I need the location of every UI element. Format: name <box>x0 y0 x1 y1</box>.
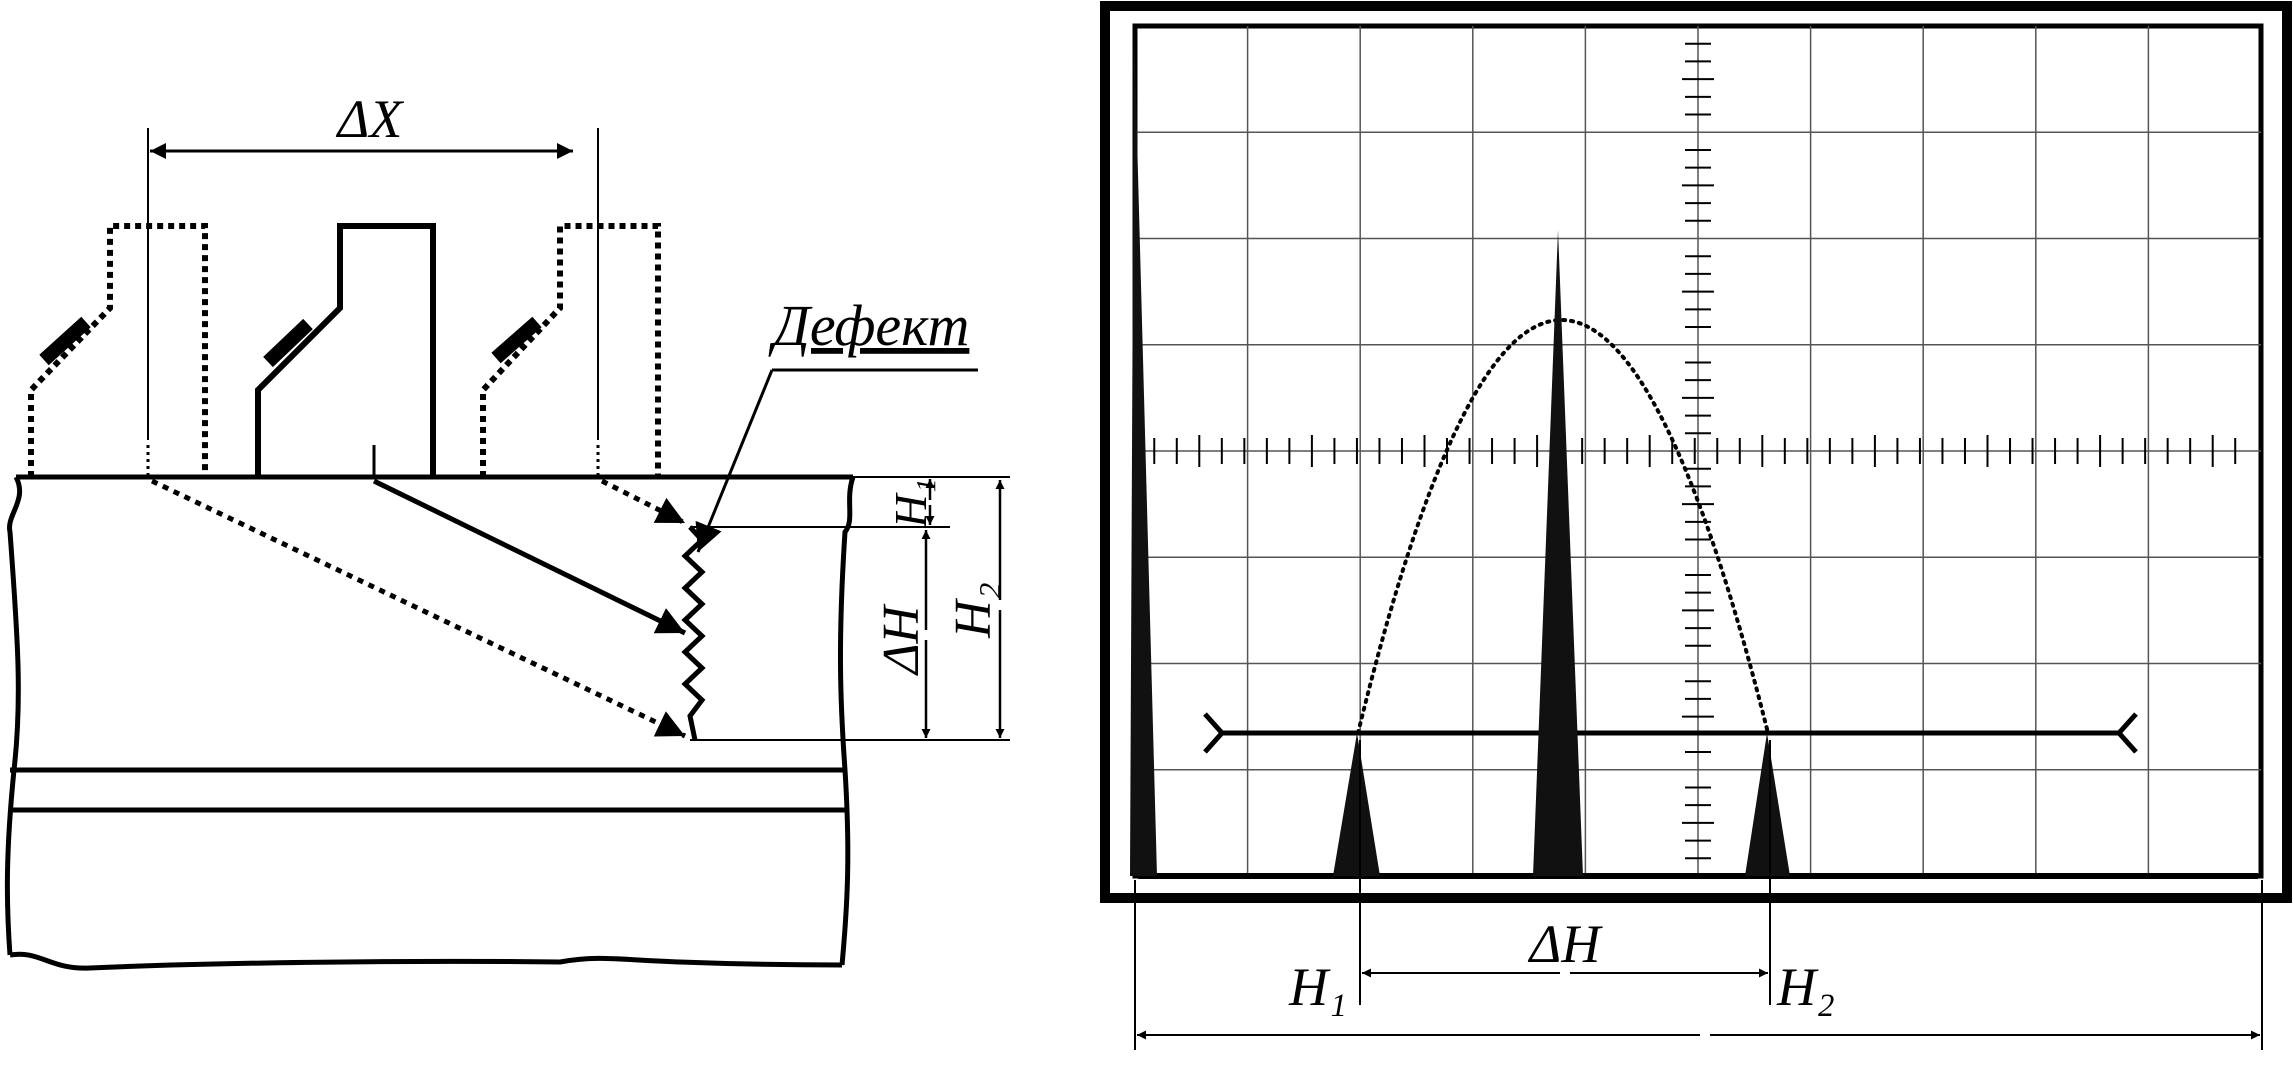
ultrasonic-beams <box>150 478 687 739</box>
echo-pulse-h2 <box>1745 733 1790 876</box>
screen-delta-h-label: ΔH <box>1528 914 1604 974</box>
left-delta-h-label: ΔH <box>873 604 930 677</box>
threshold-level-line <box>1203 712 2138 754</box>
transducer-element-left <box>39 316 91 366</box>
defect-crack <box>681 525 706 741</box>
depth-dimensions <box>690 476 1010 741</box>
transducer-element-center <box>263 318 313 368</box>
defect-annotation: Дефект <box>695 293 978 553</box>
echo-pulse-h1 <box>1333 733 1380 876</box>
screen-h1-label: H₁ <box>1288 957 1347 1017</box>
transducer-element-right <box>491 316 542 364</box>
probe-left-dotted <box>28 223 208 477</box>
screen-h2-label: H₂ <box>1776 957 1835 1017</box>
echo-pulse-peak <box>1533 230 1583 876</box>
initial-pulse <box>1130 26 1157 876</box>
screen-grid <box>1135 26 2261 876</box>
left-h2-label: H₂ <box>945 582 1002 639</box>
left-panel: ΔX Дефект <box>4 89 1010 971</box>
right-panel-oscilloscope: H₁ ΔH H₂ <box>1100 1 2292 1050</box>
echo-envelope-curve <box>1356 318 1770 735</box>
beam-center <box>372 478 687 636</box>
specimen-plate <box>4 474 856 971</box>
left-h1-label: H₁ <box>885 478 936 528</box>
probe-center <box>255 223 436 477</box>
delta-x-dimension: ΔX <box>147 89 599 440</box>
defect-label: Дефект <box>768 293 969 358</box>
screen-frame-outer <box>1100 1 2292 903</box>
delta-x-label: ΔX <box>336 89 405 149</box>
beam-right <box>600 478 687 526</box>
beam-left <box>150 478 687 739</box>
screen-dimensions <box>1134 740 2263 1050</box>
horizontal-scale-ticks <box>1153 435 2237 467</box>
probe-right-dotted <box>480 223 661 477</box>
